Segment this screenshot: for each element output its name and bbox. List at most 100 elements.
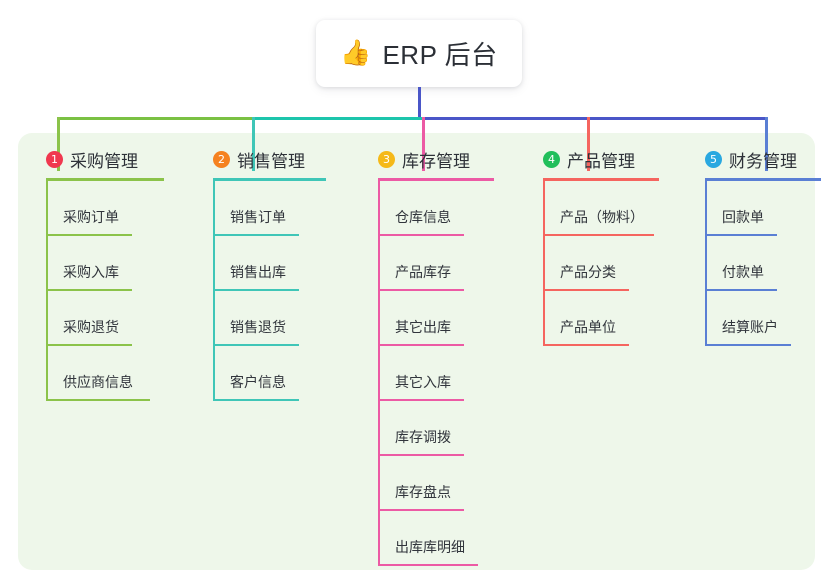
branch-child-label: 产品分类 [560,264,616,280]
branch-child-label: 库存调拨 [395,429,451,445]
branch-drop-connector-5 [765,117,768,171]
branch-drop-connector-4 [587,117,590,171]
branch-child-label: 其它入库 [395,374,451,390]
branch-header-rule [705,178,821,181]
branch-children-1: 采购订单采购入库采购退货供应商信息 [32,181,184,401]
branch-child-rule [705,234,777,236]
branch-child-item[interactable]: 库存盘点 [364,456,516,511]
branch-child-item[interactable]: 客户信息 [199,346,351,401]
branch-child-rule [213,289,299,291]
branch-child-item[interactable]: 产品（物料） [529,181,681,236]
branch-title: 产品管理 [567,151,635,171]
branch-child-item[interactable]: 产品单位 [529,291,681,346]
thumbs-up-icon: 👍 [340,39,372,67]
branch-child-rule [543,344,629,346]
root-node[interactable]: 👍 ERP 后台 [316,20,522,87]
branch-child-item[interactable]: 销售出库 [199,236,351,291]
branch-number-badge: 4 [543,150,560,168]
root-stem-connector [418,87,421,120]
branch-child-item[interactable]: 其它出库 [364,291,516,346]
branch-number-badge: 5 [705,150,722,168]
branch-child-item[interactable]: 付款单 [691,236,839,291]
branch-children-3: 仓库信息产品库存其它出库其它入库库存调拨库存盘点出库库明细 [364,181,516,566]
branch-child-rule [46,289,132,291]
branch-header-3[interactable]: 3 库存管理 [364,146,516,172]
branch-header-4[interactable]: 4 产品管理 [529,146,681,172]
diagram-background-panel [18,133,815,570]
branch-column-3[interactable]: 3 库存管理仓库信息产品库存其它出库其它入库库存调拨库存盘点出库库明细 [364,146,516,566]
branch-child-item[interactable]: 仓库信息 [364,181,516,236]
root-node-title: ERP 后台 [382,40,498,70]
branch-spine [543,181,545,346]
branch-child-label: 供应商信息 [63,374,133,390]
branch-child-item[interactable]: 库存调拨 [364,401,516,456]
branch-child-item[interactable]: 产品分类 [529,236,681,291]
bus-green-connector [57,117,252,120]
branch-number-badge: 3 [378,150,395,168]
branch-child-label: 产品单位 [560,319,616,335]
branch-title: 销售管理 [237,151,305,171]
branch-child-item[interactable]: 产品库存 [364,236,516,291]
branch-child-item[interactable]: 销售退货 [199,291,351,346]
branch-child-label: 出库库明细 [395,539,465,555]
branch-child-rule [46,234,132,236]
branch-child-rule [378,399,464,401]
branch-child-rule [378,289,464,291]
branch-spine [378,181,380,566]
branch-header-2[interactable]: 2 销售管理 [199,146,351,172]
branch-child-rule [378,564,478,566]
branch-child-rule [543,289,629,291]
branch-child-rule [46,399,150,401]
branch-child-label: 销售退货 [230,319,286,335]
branch-child-item[interactable]: 出库库明细 [364,511,516,566]
branch-spine [213,181,215,401]
branch-children-5: 回款单付款单结算账户 [691,181,839,346]
branch-child-item[interactable]: 结算账户 [691,291,839,346]
branch-child-label: 销售出库 [230,264,286,280]
branch-child-rule [378,344,464,346]
branch-child-item[interactable]: 供应商信息 [32,346,184,401]
branch-column-2[interactable]: 2 销售管理销售订单销售出库销售退货客户信息 [199,146,351,401]
root-node-content: 👍 ERP 后台 [340,35,497,72]
branch-child-rule [378,234,464,236]
branch-child-rule [378,509,464,511]
branch-header-rule [46,178,164,181]
branch-child-label: 采购退货 [63,319,119,335]
branch-drop-connector-1 [57,117,60,171]
branch-child-item[interactable]: 销售订单 [199,181,351,236]
branch-children-2: 销售订单销售出库销售退货客户信息 [199,181,351,401]
branch-child-item[interactable]: 采购退货 [32,291,184,346]
branch-header-rule [213,178,326,181]
branch-drop-connector-3 [422,117,425,171]
branch-child-label: 回款单 [722,209,764,225]
branch-child-label: 产品（物料） [560,209,644,225]
branch-child-label: 仓库信息 [395,209,451,225]
branch-title: 采购管理 [70,151,138,171]
branch-child-label: 产品库存 [395,264,451,280]
branch-child-label: 结算账户 [722,319,778,335]
branch-child-item[interactable]: 回款单 [691,181,839,236]
branch-child-rule [46,344,132,346]
bus-teal-connector [252,117,422,120]
branch-spine [46,181,48,401]
branch-number-badge: 2 [213,150,230,168]
branch-child-item[interactable]: 采购订单 [32,181,184,236]
branch-child-rule [213,399,299,401]
branch-header-rule [543,178,659,181]
branch-child-rule [705,289,777,291]
bus-blue-connector [422,117,766,120]
branch-title: 库存管理 [402,151,470,171]
branch-children-4: 产品（物料） 产品分类产品单位 [529,181,681,346]
branch-column-4[interactable]: 4 产品管理产品（物料） 产品分类产品单位 [529,146,681,346]
branch-child-label: 销售订单 [230,209,286,225]
branch-spine [705,181,707,346]
branch-child-rule [378,454,464,456]
branch-child-label: 客户信息 [230,374,286,390]
branch-child-item[interactable]: 采购入库 [32,236,184,291]
branch-child-item[interactable]: 其它入库 [364,346,516,401]
